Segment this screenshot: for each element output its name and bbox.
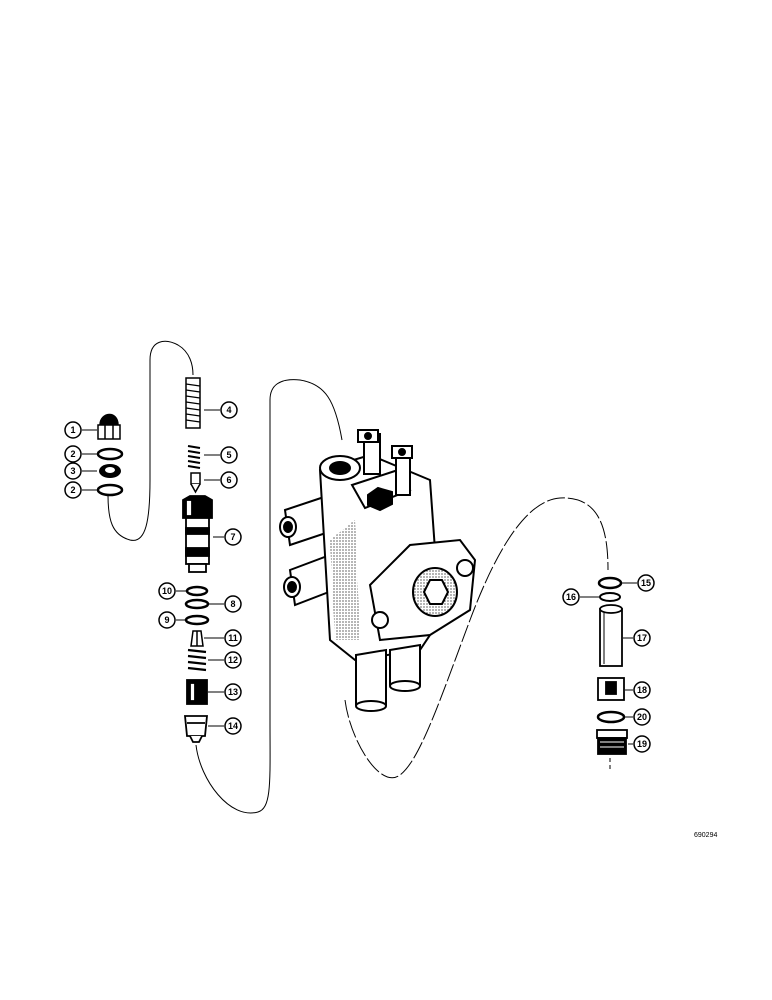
callout-14-label: 14 <box>228 721 238 731</box>
callout-group: 1 2 3 2 4 5 6 <box>64 401 655 753</box>
callout-4-label: 4 <box>226 405 231 415</box>
callout-19: 19 <box>628 735 651 753</box>
o-ring-20 <box>596 710 626 724</box>
callout-7: 7 <box>213 528 242 546</box>
callout-16-label: 16 <box>566 592 576 602</box>
spring-12 <box>187 648 207 672</box>
seat-13 <box>186 679 208 705</box>
poppet-small <box>190 472 201 494</box>
callout-19-label: 19 <box>637 739 647 749</box>
spacer-18 <box>597 677 625 701</box>
callout-11: 11 <box>204 629 242 647</box>
callout-17: 17 <box>623 629 651 647</box>
callout-12-label: 12 <box>228 655 238 665</box>
callout-20-label: 20 <box>637 712 647 722</box>
callout-5: 5 <box>204 446 238 464</box>
callout-6-label: 6 <box>226 475 231 485</box>
callout-18-label: 18 <box>637 685 647 695</box>
guide-line-left-loop <box>107 340 194 541</box>
callout-16: 16 <box>562 588 599 606</box>
callout-11-label: 11 <box>228 633 238 643</box>
callout-8: 8 <box>208 595 242 613</box>
washer-lower <box>96 483 124 497</box>
callout-2a-label: 2 <box>70 449 75 459</box>
backup-ring-8 <box>184 598 210 610</box>
callout-20: 20 <box>625 708 651 726</box>
callout-18: 18 <box>625 681 651 699</box>
sleeve-17 <box>599 604 623 667</box>
callout-9-label: 9 <box>164 615 169 625</box>
control-valve-body <box>279 429 477 712</box>
spring-small <box>187 445 201 469</box>
cap-19 <box>596 729 628 755</box>
callout-17-label: 17 <box>637 633 647 643</box>
callout-1-label: 1 <box>70 425 75 435</box>
plug-14 <box>184 715 208 743</box>
callout-2b: 2 <box>64 481 97 499</box>
callout-5-label: 5 <box>226 450 231 460</box>
guide-line-right-loop <box>344 497 609 778</box>
o-ring-9 <box>184 614 210 626</box>
acorn-nut <box>97 413 121 440</box>
o-ring-10 <box>185 585 209 597</box>
callout-10: 10 <box>158 582 186 600</box>
callout-8-label: 8 <box>230 599 235 609</box>
assembly-guide-lines <box>107 340 611 814</box>
callout-6: 6 <box>204 471 238 489</box>
callout-2a: 2 <box>64 445 97 463</box>
callout-1: 1 <box>64 421 97 439</box>
relief-valve-body <box>182 495 213 573</box>
callout-15-label: 15 <box>641 578 651 588</box>
backup-ring-16 <box>599 592 621 602</box>
adjusting-screw <box>185 377 201 429</box>
callout-4: 4 <box>204 401 238 419</box>
callout-3: 3 <box>64 462 97 480</box>
callout-15: 15 <box>622 574 655 592</box>
callout-2b-label: 2 <box>70 485 75 495</box>
callout-14: 14 <box>208 717 242 735</box>
o-ring-15 <box>597 576 623 590</box>
hex-nut <box>99 464 121 478</box>
guide-line-center-loop <box>195 379 343 814</box>
washer-upper <box>96 447 124 461</box>
callout-7-label: 7 <box>230 532 235 542</box>
callout-13: 13 <box>208 683 242 701</box>
callout-10-label: 10 <box>162 586 172 596</box>
poppet-11 <box>190 630 204 647</box>
callout-12: 12 <box>208 651 242 669</box>
callout-13-label: 13 <box>228 687 238 697</box>
callout-3-label: 3 <box>70 466 75 476</box>
callout-9: 9 <box>158 611 186 629</box>
figure-reference-number: 690294 <box>694 832 718 839</box>
